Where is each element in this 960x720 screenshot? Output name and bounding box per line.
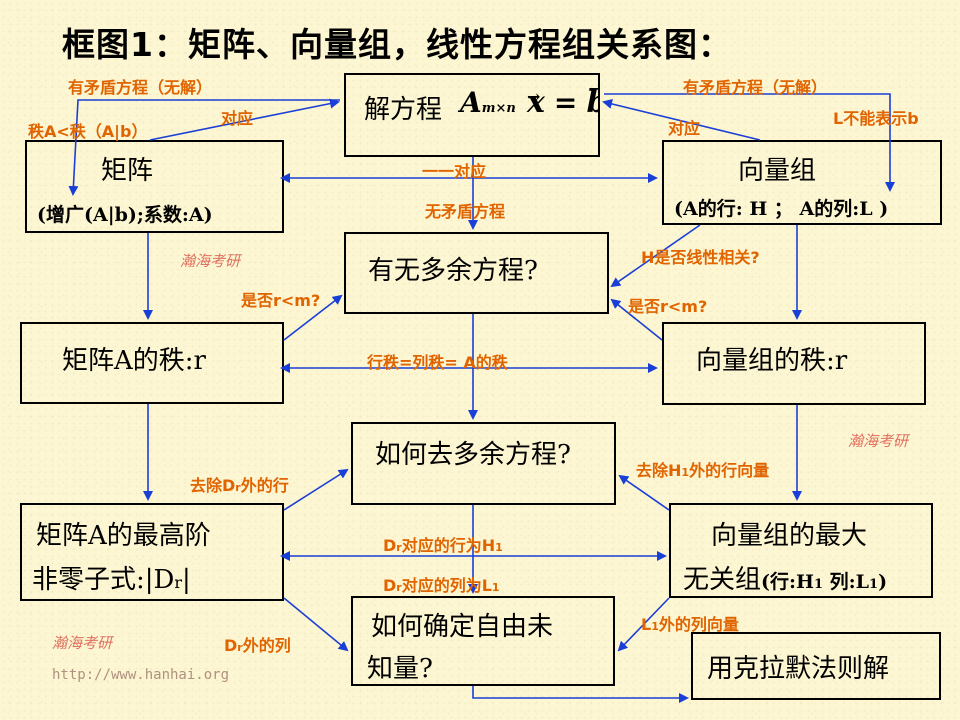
watermark-1: 瀚海考研	[180, 252, 241, 270]
max-independent-box: 向量组的最大 无关组(行:H1 列:L1)	[669, 503, 933, 598]
vector-group-box: 向量组 (A的行: H ； A的列:L )	[662, 140, 942, 225]
watermark-url: http://www.hanhai.org	[52, 667, 230, 683]
arrow-free-to-cramer	[472, 686, 689, 703]
arrow-independent-to-remove	[618, 474, 670, 511]
free-unknowns-box: 如何确定自由未 知量?	[351, 596, 615, 686]
arrow-vectorrank-to-redundant	[610, 298, 663, 341]
arrow-independent-to-free	[617, 597, 670, 652]
label-r-less-m-right: 是否r<m?	[628, 297, 708, 316]
label-dr-cols-l1: Dr对应的列为L1	[383, 576, 500, 595]
solve-label: 解方程	[364, 95, 443, 125]
label-remove-h1-rows: 去除H1外的行向量	[636, 461, 770, 480]
label-no-contradict: 无矛盾方程	[425, 202, 506, 221]
cramer-box: 用克拉默法则解	[691, 632, 941, 700]
watermark-2: 瀚海考研	[848, 432, 909, 450]
matrix-box: 矩阵 (增广(A|b);系数:A)	[25, 140, 284, 233]
label-dr-out-cols: Dr外的列	[224, 636, 291, 655]
label-one-to-one: 一一对应	[422, 162, 487, 181]
label-remove-dr-rows: 去除Dr外的行	[190, 476, 289, 495]
label-l1-out-cols: L1外的列向量	[641, 615, 739, 634]
arrow-contradict-right	[604, 93, 895, 192]
label-l-not-represent: L不能表示b	[833, 109, 919, 128]
label-h-dependent: H是否线性相关?	[641, 248, 760, 267]
vector-rank-box: 向量组的秩:r	[662, 322, 926, 405]
redundant-equation-box: 有无多余方程?	[344, 232, 609, 314]
arrow-vector-to-redundant	[610, 224, 701, 288]
label-r-less-m-left: 是否r<m?	[241, 291, 321, 310]
watermark-3: 瀚海考研	[52, 634, 113, 652]
label-correspond-left: 对应	[221, 109, 254, 128]
arrow-minor-to-free	[283, 597, 349, 652]
label-row-col-rank: 行秩=列秩= A的秩	[367, 353, 508, 372]
arrow-minor-to-remove	[283, 468, 349, 511]
solve-equation-box: 解方程 Am×n → x = → b	[344, 73, 600, 157]
arrow-matrixrank-to-redundant	[283, 294, 343, 341]
label-contradict-right: 有矛盾方程（无解）	[683, 78, 828, 97]
max-minor-box: 矩阵A的最高阶 非零子式:|Dr|	[20, 503, 284, 601]
label-dr-rows-h1: Dr对应的行为H1	[383, 536, 503, 555]
label-contradict-left: 有矛盾方程（无解）	[68, 78, 213, 97]
label-rank-less: 秩A<秩（A|b）	[28, 122, 148, 141]
remove-redundant-box: 如何去多余方程?	[351, 422, 616, 505]
matrix-rank-box: 矩阵A的秩:r	[20, 322, 284, 404]
arrow-matrix-to-solve	[149, 98, 340, 141]
arrow-contradict-left	[68, 99, 340, 196]
arrow-vector-to-solve	[602, 99, 761, 141]
equation: Am×n → x = → b	[460, 79, 598, 120]
label-correspond-right: 对应	[668, 119, 701, 138]
page-title: 框图1：矩阵、向量组，线性方程组关系图：	[62, 25, 732, 64]
